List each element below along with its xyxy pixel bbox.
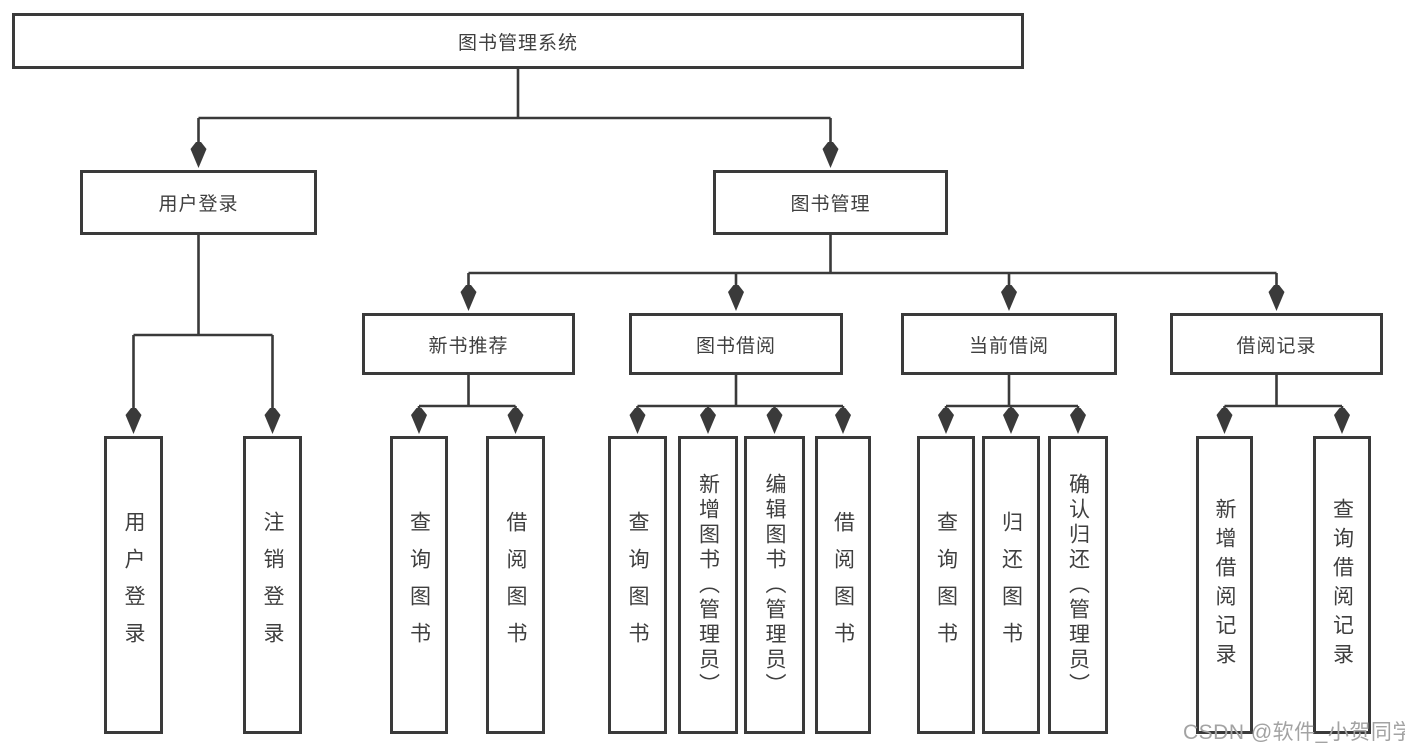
leaf-query-books-current: 查询图书 xyxy=(917,436,975,734)
connector-book-borrow-group xyxy=(636,375,845,412)
arrow-down-icon xyxy=(411,408,427,434)
leaf-borrow-books-recommend: 借阅图书 xyxy=(486,436,545,734)
node-current-borrowing: 当前借阅 xyxy=(901,313,1117,375)
arrow-down-icon xyxy=(766,408,783,434)
connector-new-book-group xyxy=(417,375,517,412)
arrow-down-icon xyxy=(1334,408,1350,434)
arrow-down-icon xyxy=(1003,408,1019,434)
connector-root xyxy=(197,69,832,144)
connector-borrow-records-group xyxy=(1223,375,1344,412)
leaf-borrow-books: 借阅图书 xyxy=(815,436,871,734)
arrow-down-icon xyxy=(835,408,851,434)
arrow-down-icon xyxy=(1268,285,1285,311)
leaf-query-borrow-record: 查询借阅记录 xyxy=(1313,436,1371,734)
arrow-down-icon xyxy=(629,408,646,434)
arrow-down-icon xyxy=(938,408,954,434)
leaf-query-books-borrowing: 查询图书 xyxy=(608,436,667,734)
node-library-management-system: 图书管理系统 xyxy=(12,13,1024,69)
leaf-edit-books-admin: 编辑图书（管理员） xyxy=(744,436,805,734)
node-book-management: 图书管理 xyxy=(713,170,948,235)
arrow-down-icon xyxy=(507,408,524,434)
arrow-down-icon xyxy=(700,408,716,434)
arrow-down-icon xyxy=(822,142,839,168)
node-borrowing-records: 借阅记录 xyxy=(1170,313,1383,375)
arrow-down-icon xyxy=(125,408,142,434)
connector-current-borrow-group xyxy=(944,375,1080,412)
leaf-add-borrow-record: 新增借阅记录 xyxy=(1196,436,1253,734)
leaf-logout: 注销登录 xyxy=(243,436,302,734)
csdn-watermark: CSDN @软件_小贺同学 xyxy=(1183,721,1405,744)
node-book-borrowing: 图书借阅 xyxy=(629,313,843,375)
arrow-down-icon xyxy=(1001,285,1017,311)
arrow-down-icon xyxy=(190,142,207,168)
connector-book-management-branch xyxy=(467,235,1278,287)
leaf-query-books-recommend: 查询图书 xyxy=(390,436,448,734)
node-new-book-recommendation: 新书推荐 xyxy=(362,313,575,375)
arrow-down-icon xyxy=(728,285,744,311)
leaf-user-login: 用户登录 xyxy=(104,436,163,734)
leaf-confirm-return-admin: 确认归还（管理员） xyxy=(1048,436,1108,734)
arrow-down-icon xyxy=(1216,408,1233,434)
node-user-login: 用户登录 xyxy=(80,170,317,235)
arrow-down-icon xyxy=(1070,408,1086,434)
leaf-add-books-admin: 新增图书（管理员） xyxy=(678,436,738,734)
connector-user-login-branch xyxy=(132,235,274,410)
arrow-down-icon xyxy=(460,285,477,311)
leaf-return-books: 归还图书 xyxy=(982,436,1040,734)
arrow-down-icon xyxy=(264,408,281,434)
